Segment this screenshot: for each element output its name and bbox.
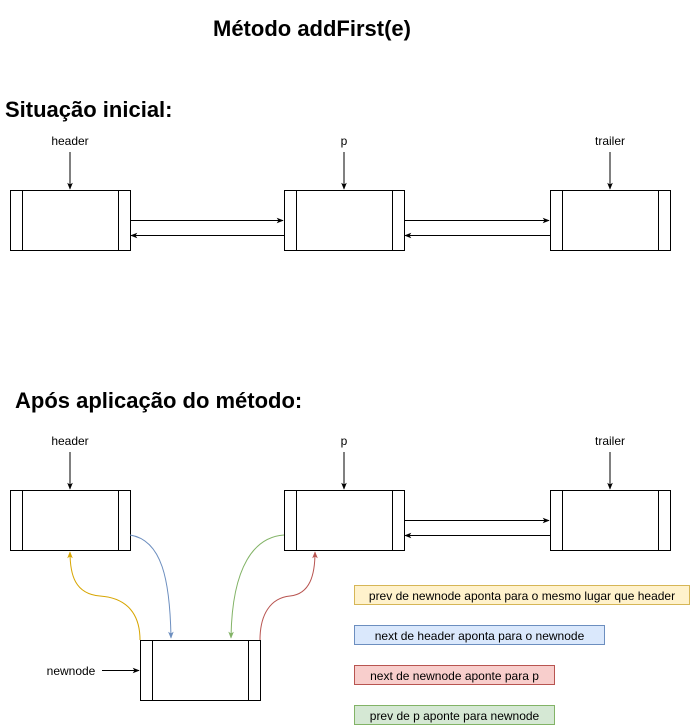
after-header-node (10, 490, 131, 551)
newnode-next-to-p-arrow (259, 551, 318, 641)
newnode-label: newnode (46, 664, 96, 678)
note-next-newnode-p: next de newnode aponte para p (354, 665, 555, 685)
header-next-to-newnode-arrow (129, 534, 174, 639)
initial-p-label: p (340, 134, 348, 148)
initial-header-node (10, 190, 131, 251)
after-p-node (284, 490, 405, 551)
initial-situation-heading: Situação inicial: (5, 97, 173, 122)
after-method-heading: Após aplicação do método: (15, 388, 303, 413)
initial-p-node (284, 190, 405, 251)
note-prev-p-newnode: prev de p aponte para newnode (354, 705, 555, 725)
newnode-prev-to-header-arrow (67, 551, 141, 641)
after-trailer-label: trailer (594, 434, 625, 448)
after-trailer-node (550, 490, 671, 551)
initial-header-label: header (51, 134, 89, 148)
note-next-header-newnode: next de header aponta para o newnode (354, 625, 605, 645)
diagram-title: Método addFirst(e) (213, 16, 411, 41)
initial-trailer-node (550, 190, 671, 251)
after-header-label: header (51, 434, 89, 448)
note-prev-newnode-header: prev de newnode aponta para o mesmo luga… (354, 585, 690, 605)
initial-trailer-label: trailer (594, 134, 625, 148)
newnode-node (140, 640, 261, 701)
p-prev-to-newnode-arrow (228, 534, 285, 639)
after-p-label: p (340, 434, 348, 448)
